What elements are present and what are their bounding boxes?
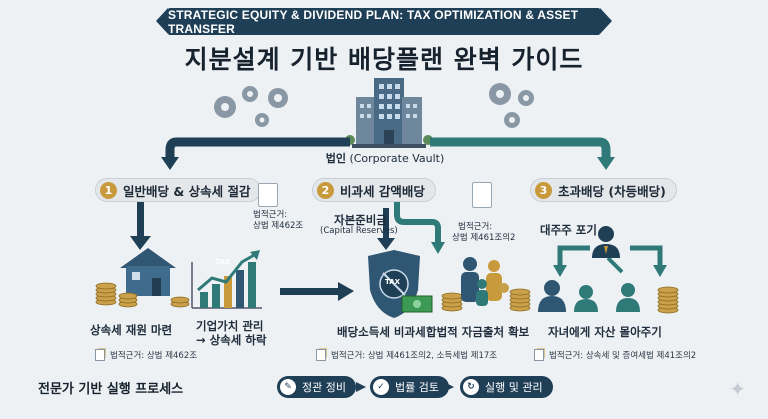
process-step-articles: ✎ 정관 정비 xyxy=(277,376,356,398)
process-step-1-label: 정관 정비 xyxy=(302,381,346,394)
process-step-3-label: 실행 및 관리 xyxy=(485,381,543,394)
refresh-icon: ↻ xyxy=(463,379,479,395)
capital-reserves-en: (Capital Reserves) xyxy=(320,226,398,236)
major-shareholder-label: 대주주 포기 xyxy=(540,223,597,237)
corporate-label: 법인 (Corporate Vault) xyxy=(320,150,450,166)
section-1-header: 1 일반배당 & 상속세 절감 xyxy=(95,178,262,202)
section-3-header: 3 초과배당 (차등배당) xyxy=(530,178,677,202)
section-1-item-tax-decrease: → 상속세 하락 xyxy=(196,333,267,347)
section-2-legal-doc-label: 법적근거: xyxy=(458,222,493,232)
section-1-title: 일반배당 & 상속세 절감 xyxy=(123,183,251,199)
corporate-label-ko: 법인 xyxy=(325,152,346,165)
process-step-execution: ↻ 실행 및 관리 xyxy=(460,376,553,398)
section-3-legal-basis-text: 법적근거: 상속세 및 증여세법 제41조의2 xyxy=(549,351,697,361)
coin-stack-icon xyxy=(95,282,679,314)
document-icon xyxy=(95,349,105,361)
section-3-title: 초과배당 (차등배당) xyxy=(558,183,666,199)
major-shareholder-icon xyxy=(592,226,620,258)
header-banner: STRATEGIC EQUITY & DIVIDEND PLAN: TAX OP… xyxy=(156,8,612,36)
section-2-number: 2 xyxy=(317,181,334,199)
process-title: 전문가 기반 실행 프로세스 xyxy=(38,382,184,397)
section-2-legal-basis: 법적근거: 상법 제461조의2, 소득세법 제17조 xyxy=(316,349,497,361)
capital-reserves-label: 자본준비금 xyxy=(334,213,387,227)
section-2-tax-icon-label: TAX xyxy=(385,278,401,286)
family-icon xyxy=(461,257,509,306)
building-icon xyxy=(345,78,433,148)
section-1-item-value-mgmt: 기업가치 관리 xyxy=(196,319,264,333)
sparkle-icon: ✦ xyxy=(729,377,746,401)
document-check-icon: ✎ xyxy=(280,379,296,395)
scroll-document-icon xyxy=(258,183,278,207)
tax-shield-icon xyxy=(368,250,433,318)
section-1-item-inheritance-funds: 상속세 재원 마련 xyxy=(90,323,173,337)
check-icon: ✓ xyxy=(373,379,389,395)
section-2-header: 2 비과세 감액배당 xyxy=(312,178,436,202)
gear-icon-right xyxy=(489,83,534,128)
page-title: 지분설계 기반 배당플랜 완벽 가이드 xyxy=(184,45,584,74)
section-2-item-fund-source: 합법적 자금출처 확보 xyxy=(426,325,530,339)
scroll-document-icon xyxy=(472,182,492,208)
section-1-legal-basis: 법적근거: 상법 제462조 xyxy=(95,349,197,361)
document-icon xyxy=(316,349,326,361)
section-2-item-tax-exempt: 배당소득세 비과세 xyxy=(337,325,426,339)
gear-icon-left xyxy=(214,86,288,127)
section-1-number: 1 xyxy=(100,181,117,199)
section-3-number: 3 xyxy=(535,181,552,199)
section-2-legal-doc-ref: 상법 제461조의2 xyxy=(452,233,516,243)
corporate-label-en: (Corporate Vault) xyxy=(349,152,445,165)
section-2-legal-basis-text: 법적근거: 상법 제461조의2, 소득세법 제17조 xyxy=(331,351,498,361)
section-2-title: 비과세 감액배당 xyxy=(340,183,425,199)
growth-chart-icon xyxy=(191,250,262,309)
section-3-item-children: 자녀에게 자산 몰아주기 xyxy=(548,325,662,339)
section-1-tax-icon-label: TAX xyxy=(215,258,231,266)
process-step-legal-review: ✓ 법률 검토 xyxy=(370,376,449,398)
children-icon xyxy=(538,280,640,312)
section-1-legal-doc-ref: 상법 제462조 xyxy=(253,221,304,231)
document-icon xyxy=(534,349,544,361)
process-step-2-label: 법률 검토 xyxy=(395,381,439,394)
section-1-legal-basis-text: 법적근거: 상법 제462조 xyxy=(110,351,198,361)
section-3-legal-basis: 법적근거: 상속세 및 증여세법 제41조의2 xyxy=(534,349,696,361)
section-1-legal-doc-label: 법적근거: xyxy=(253,210,288,220)
house-icon xyxy=(120,248,176,296)
